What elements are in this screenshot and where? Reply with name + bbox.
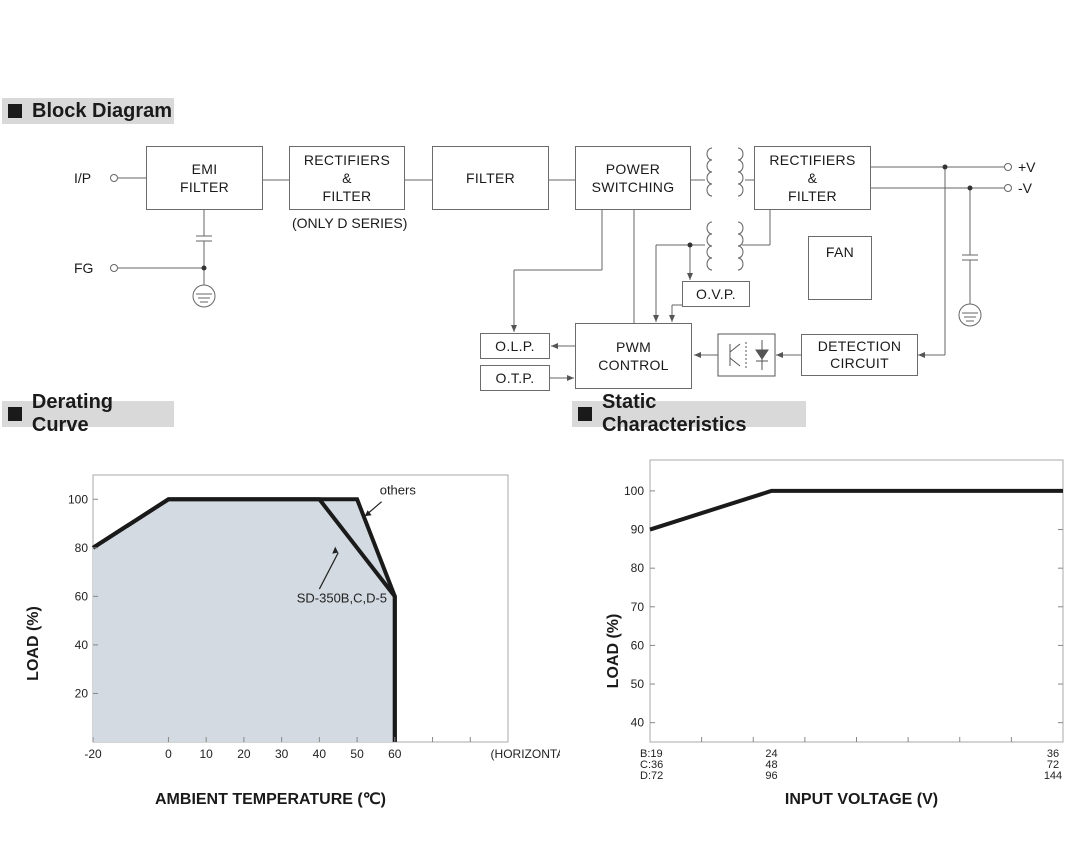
- block-otp: O.T.P.: [480, 365, 550, 391]
- only-d-series-note: (ONLY D SERIES): [292, 215, 408, 231]
- section-title: Derating Curve: [31, 391, 113, 436]
- x-tick-label: 40: [313, 747, 327, 761]
- optocoupler-icon: [717, 333, 776, 377]
- x-axis-label: INPUT VOLTAGE (V): [785, 791, 938, 808]
- terminal-vminus-label: -V: [1018, 180, 1032, 196]
- block-pwm-control: PWM CONTROL: [575, 323, 692, 389]
- y-tick-label: 80: [75, 541, 89, 555]
- series-line-1: [91, 497, 397, 742]
- x-tick-label: 10: [200, 747, 214, 761]
- x-tick-label: 60: [388, 747, 402, 761]
- terminal-fg-label: FG: [74, 260, 94, 276]
- y-tick-label: 50: [631, 677, 645, 691]
- x-row-prefix: B:19: [640, 748, 663, 760]
- y-tick-label: 100: [68, 492, 88, 506]
- y-tick-label: 80: [631, 561, 645, 575]
- x-row-mid: 96: [765, 770, 777, 782]
- x-tick-label: 30: [275, 747, 289, 761]
- x-row-prefix: C:36: [640, 759, 663, 771]
- block-emi-filter: EMI FILTER: [146, 146, 263, 210]
- y-axis-label: LOAD (%): [25, 606, 42, 681]
- y-tick-label: 40: [75, 638, 89, 652]
- x-tick-label: 50: [350, 747, 364, 761]
- leader-line-sd350: [318, 552, 339, 590]
- section-title: Static Characteristics: [601, 391, 747, 436]
- bullet-square-icon: [8, 407, 22, 421]
- block-diagram-wiring: [110, 147, 1012, 381]
- y-tick-label: 100: [624, 484, 644, 498]
- section-derating-curve: Derating Curve: [2, 391, 174, 436]
- section-static-characteristics: Static Characteristics: [572, 391, 806, 436]
- derating-curve-chart: -20 0 10 20 30 40 50 60 (HORIZONTAL) 20 40 60 80 100A…: [25, 474, 560, 808]
- x-axis-label: AMBIENT TEMPERATURE (℃): [155, 791, 386, 808]
- block-filter: FILTER: [432, 146, 549, 210]
- terminal-vplus-label: +V: [1018, 159, 1036, 175]
- block-rectifiers-input: RECTIFIERS & FILTER: [289, 146, 405, 210]
- legend-label-others: others: [380, 482, 417, 497]
- x-tick-label: 20: [237, 747, 251, 761]
- x-tick-label: 0: [165, 747, 172, 761]
- y-tick-label: 90: [631, 523, 645, 537]
- x-row-mid: 24: [765, 748, 777, 760]
- x-row-end: 36: [1047, 748, 1059, 760]
- bullet-square-icon: [578, 407, 592, 421]
- y-tick-label: 40: [631, 716, 645, 730]
- x-row-mid: 48: [765, 759, 777, 771]
- block-power-switching: POWER SWITCHING: [575, 146, 691, 210]
- x-row-end: 144: [1044, 770, 1062, 782]
- leader-arrow-sd350: [332, 546, 339, 554]
- x-row-end: 72: [1047, 759, 1059, 771]
- x-row-prefix: D:72: [640, 770, 663, 782]
- block-fan: FAN: [808, 236, 872, 300]
- fan-label: FAN: [825, 244, 855, 260]
- terminal-ip-label: I/P: [74, 170, 92, 186]
- block-ovp: O.V.P.: [682, 281, 750, 307]
- legend-label-sd350: SD-350B,C,D-5: [297, 590, 387, 605]
- section-block-diagram: Block Diagram: [2, 98, 174, 124]
- y-tick-label: 60: [75, 589, 89, 603]
- block-rectifiers-output: RECTIFIERS & FILTER: [754, 146, 871, 210]
- y-tick-label: 60: [631, 638, 645, 652]
- x-axis-note: (HORIZONTAL): [491, 747, 560, 761]
- y-tick-label: 70: [631, 600, 645, 614]
- bullet-square-icon: [8, 104, 22, 118]
- block-olp: O.L.P.: [480, 333, 550, 359]
- plot-frame: [649, 459, 1064, 743]
- series-line-0: [649, 488, 1063, 532]
- y-axis-label: LOAD (%): [605, 614, 622, 689]
- block-detection-circuit: DETECTION CIRCUIT: [801, 334, 918, 376]
- y-tick-label: 20: [75, 686, 89, 700]
- transformer-icon: [690, 147, 754, 271]
- section-title: Block Diagram: [32, 99, 173, 122]
- leader-arrow-others: [364, 510, 372, 517]
- safe-area-fill: [93, 499, 395, 742]
- x-tick-label: -20: [84, 747, 102, 761]
